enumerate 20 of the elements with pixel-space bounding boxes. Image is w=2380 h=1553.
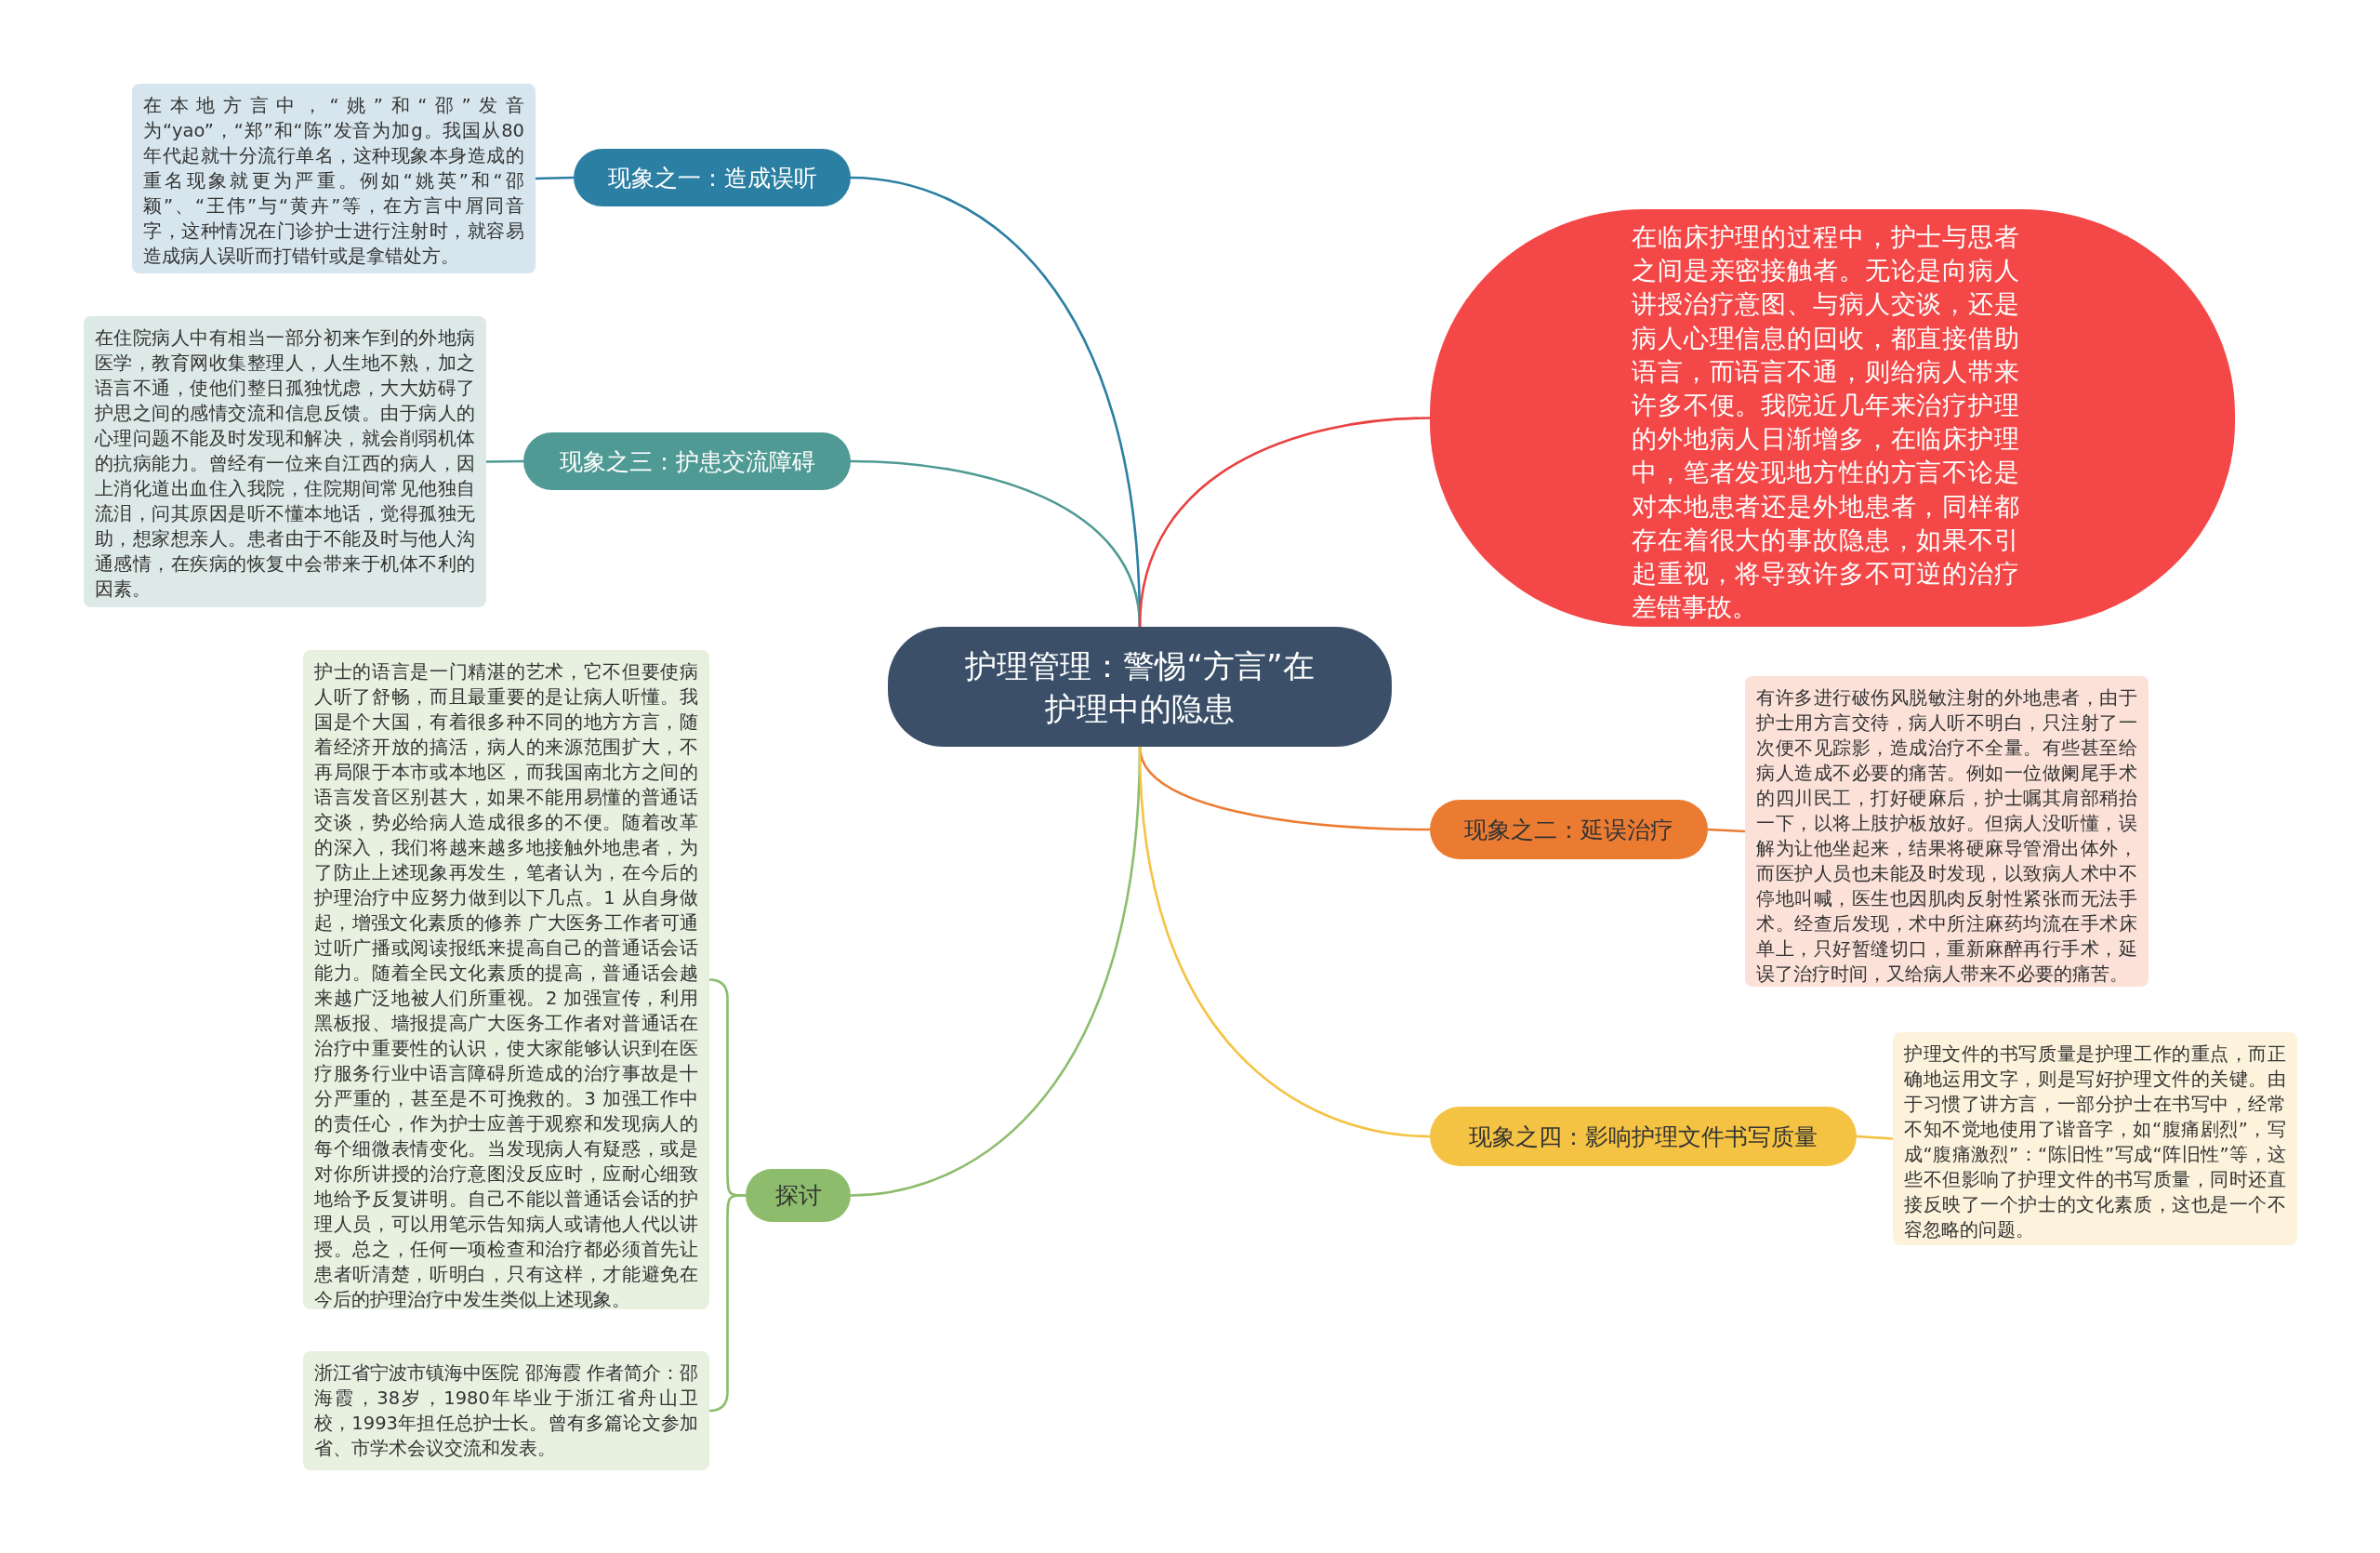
branch-topic-pill: 探讨	[746, 1169, 851, 1222]
note-card: 浙江省宁波市镇海中医院 邵海霞 作者简介：邵海霞，38岁，1980年毕业于浙江省舟山卫校，1993年担任总护士长。曾有多篇论文参加省、市学术会议交流和发表。	[303, 1351, 709, 1470]
connector-line	[486, 459, 523, 463]
note-card: 有许多进行破伤风脱敏注射的外地患者，由于护士用方言交待，病人听不明白，只注射了一次便不见踪影，造成治疗不全量。有些甚至给病人造成不必要的痛苦。例如一位做阑尾手术的四川民工，打好硬麻后，护士嘱其肩部稍抬一下，以将上肢护板放好。但病人没听懂，误解为让他坐起来，结果将硬麻导管滑出体外，而医护人员也未能及时发现，以致病人术中不停地叫喊，医生也因肌肉反射性紧张而无法手术。经查后发现，术中所注麻药均流在手术床单上，只好暂缝切口，重新麻醉再行手术，延误了治疗时间，又给病人带来不必要的痛苦。	[1745, 676, 2149, 987]
connector-line	[1138, 417, 1431, 628]
note-card: 在住院病人中有相当一部分初来乍到的外地病医学，教育网收集整理人，人生地不熟，加之语言不通，使他们整日孤独忧虑，大大妨碍了护思之间的感情交流和信息反馈。由于病人的心理问题不能及时发现和解决，就会削弱机体的抗病能力。曾经有一位来自江西的病人，因上消化道出血住入我院，住院期间常见他独自流泪，问其原因是听不懂本地话，觉得孤独无助，想家想亲人。患者由于不能及时与他人沟通感情，在疾病的恢复中会带来于机体不利的因素。	[84, 316, 486, 607]
branch-topic-pill: 现象之四：影响护理文件书写质量	[1430, 1107, 1857, 1166]
note-card: 护理文件的书写质量是护理工作的重点，而正确地运用文字，则是写好护理文件的关键。由于习惯了讲方言，一部分护士在书写中，经常不知不觉地使用了谐音字，如“腹痛剧烈”，写成“腹痛激烈”：“陈旧性”写成“阵旧性”等，这些不但影响了护理文件的书写质量，同时还直接反映了一个护士的文化素质，这也是一个不容忽略的问题。	[1893, 1032, 2297, 1245]
connector-line	[1856, 1135, 1894, 1140]
central-topic-box: 护理管理：警惕“方言”在护理中的隐患	[888, 627, 1392, 747]
branch-topic-pill: 现象之三：护患交流障碍	[523, 432, 851, 490]
connector-line	[535, 176, 575, 180]
note-card: 在本地方言中，“姚”和“邵”发音为“yao”，“郑”和“陈”发音为加g。我国从80年代起就十分流行单名，这种现象本身造成的重名现象就更为严重。例如“姚英”和“邵颖”、“王伟”与“黄卉”等，在方言中屑同音字，这种情况在门诊护士进行注射时，就容易造成病人误听而打错针或是拿错处方。	[132, 84, 536, 273]
connector-line	[1138, 746, 1430, 831]
connector-line	[708, 1194, 746, 1413]
branch-topic-pill: 现象之一：造成误听	[574, 149, 851, 206]
note-card: 护士的语言是一门精湛的艺术，它不但要使病人听了舒畅，而且最重要的是让病人听懂。我国是个大国，有着很多种不同的地方方言，随着经济开放的搞活，病人的来源范围扩大，不再局限于本市或本地区，而我国南北方之间的语言发音区别甚大，如果不能用易懂的普通话交谈，势必给病人造成很多的不便。随着改革的深入，我们将越来越多地接触外地患者，为了防止上述现象再发生，笔者认为，在今后的护理治疗中应努力做到以下几点。1 从自身做起，增强文化素质的修养 广大医务工作者可通过听广播或阅读报纸来提高自己的普通话会话能力。随着全民文化素质的提高，普通话会越来越广泛地被人们所重视。2 加强宣传，利用黑板报、墙报提高广大医务工作者对普通话在治疗中重要性的认识，使大家能够认识到在医疗服务行业中语言障碍所造成的治疗事故是十分严重的，甚至是不可挽救的。3 加强工作中的责任心，作为护士应善于观察和发现病人的每个细微表情变化。当发现病人有疑惑，或是对你所讲授的治疗意图没反应时，应耐心细致地给予反复讲明。自己不能以普通话会话的护理人员，可以用笔示告知病人或请他人代以讲授。总之，任何一项检查和治疗都必须首先让患者听清楚，听明白，只有这样，才能避免在今后的护理治疗中发生类似上述现象。	[303, 650, 709, 1309]
connector-line	[1707, 828, 1746, 833]
connector-line	[1138, 746, 1431, 1138]
branch-topic-pill: 现象之二：延误治疗	[1430, 800, 1708, 859]
